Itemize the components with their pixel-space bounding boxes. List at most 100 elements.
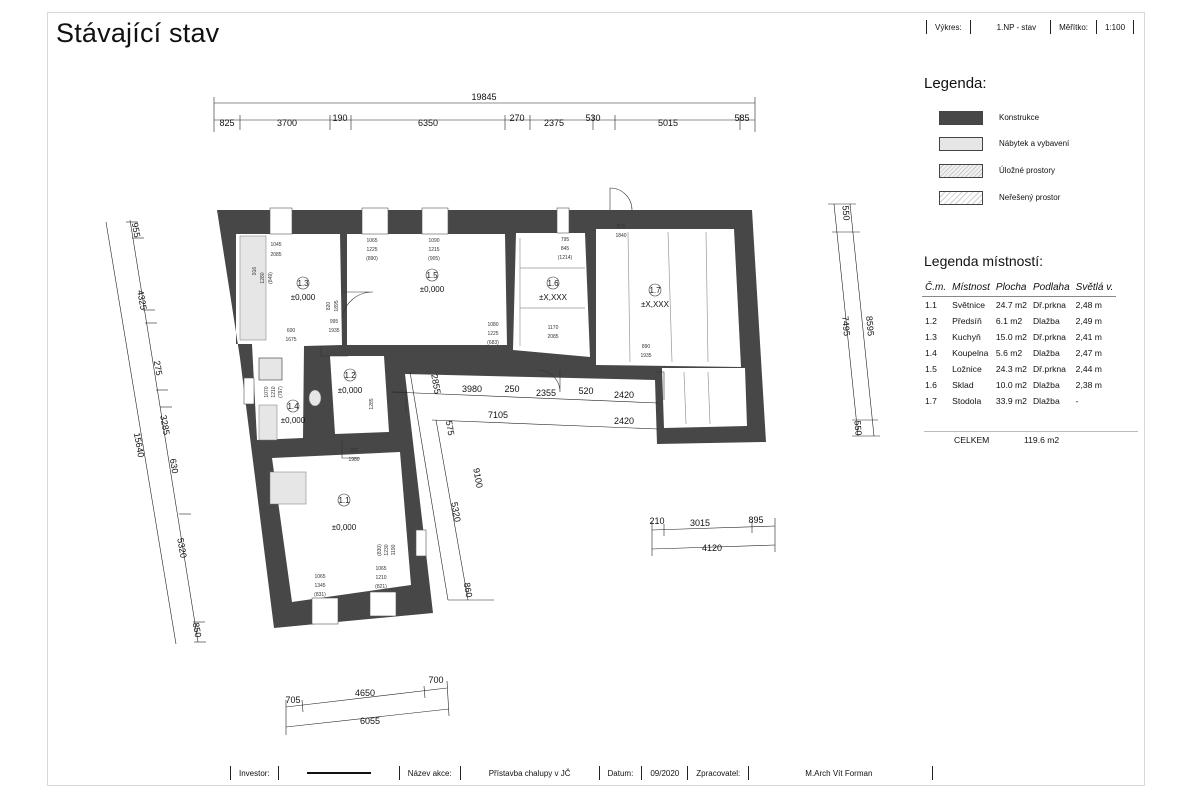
dim-total: 6055 [360, 716, 380, 726]
room-labels: 1.1 ±0,000 1.2 ±0,000 1.3 ±0,000 1.4 ±0,… [281, 268, 670, 532]
cell: Předsíň [952, 316, 982, 326]
legend-item-storage: Úložné prostory [939, 163, 1055, 178]
dimensions-right: 550 7495 550 8595 [828, 203, 880, 437]
dim-label: 1065 [366, 238, 377, 244]
legend-item-label: Neřešený prostor [999, 193, 1061, 202]
room-1-1-level: ±0,000 [332, 523, 357, 532]
dim-label: 795 [561, 237, 570, 243]
dim-segment: 585 [734, 113, 749, 123]
dim-segment: 550 [852, 420, 863, 436]
door-opening [655, 371, 665, 400]
author-value: M.Arch Vít Forman [805, 768, 873, 778]
cell: 2,47 m [1075, 348, 1102, 358]
title-block-footer: Investor: Název akce: Přístavba chalupy … [222, 766, 941, 780]
rooms-table-header: Č.m. Místnost Plocha Podlaha Světlá v. [922, 280, 1117, 297]
dim-segment: 5320 [175, 537, 188, 558]
dim-label: 875 [617, 224, 626, 230]
dim-label: (797) [278, 386, 284, 398]
dim-segment: 895 [748, 515, 763, 525]
column-header: Světlá v. [1072, 280, 1117, 297]
room-1-3-level: ±0,000 [291, 293, 316, 302]
dim-middle: 860 [462, 582, 474, 599]
cell: 1.2 [925, 316, 937, 326]
dim-label: 2085 [270, 252, 281, 258]
dim-label: 1225 [487, 331, 498, 337]
dim-label: 916 [252, 267, 258, 276]
cell: 1.4 [925, 348, 937, 358]
legend-swatch-hatch-light [939, 190, 983, 205]
cell: Dř.prkna [1032, 300, 1066, 310]
cell: Dlažba [1032, 316, 1060, 326]
window [415, 529, 427, 557]
kitchen-counter [239, 235, 267, 341]
room-1-2-level: ±0,000 [338, 386, 363, 395]
cell: 33.9 m2 [995, 396, 1027, 406]
investor-value-line [306, 772, 371, 774]
dim-label: (831) [314, 592, 326, 598]
cell: Ložnice [952, 364, 982, 374]
dim-label: 1895 [334, 300, 340, 311]
legend-title: Legenda: [924, 75, 987, 92]
room-1-5-marker [425, 268, 439, 282]
cell: 2,49 m [1075, 316, 1102, 326]
cell: Dlažba [1032, 380, 1060, 390]
dim-segment: 270 [509, 113, 524, 123]
room-1-4-number: 1.4 [287, 402, 299, 411]
cell: 1.7 [925, 396, 937, 406]
dim-label: (890) [366, 256, 378, 262]
dim-segment: 2375 [544, 118, 564, 128]
footer-separator [277, 766, 279, 780]
dimensions-middle: 3980 250 2355 520 2420 7105 2420 2855 57… [391, 371, 659, 601]
dim-label: (1214) [558, 255, 573, 261]
dim-label: 1840 [615, 233, 626, 239]
footer-separator [230, 766, 231, 780]
window [556, 207, 570, 234]
dim-middle: 9100 [471, 467, 484, 488]
cell: Koupelna [952, 348, 989, 358]
dim-label: 1215 [428, 247, 439, 253]
investor-label: Investor: [239, 768, 270, 778]
action-value: Přístavba chalupy v JČ [488, 768, 571, 778]
header-separator [926, 20, 927, 34]
dim-label: 1080 [487, 322, 498, 328]
drawing-value: 1.NP - stav [996, 22, 1037, 32]
cell: - [1075, 396, 1079, 406]
dim-total-height: 8595 [864, 316, 876, 337]
legend-item-unsolved: Neřešený prostor [939, 190, 1060, 205]
column-header: Místnost [949, 280, 993, 297]
cell: 6.1 m2 [995, 316, 1023, 326]
footer-separator [598, 766, 600, 780]
legend-swatch-solid-dark [939, 110, 983, 125]
room-1-4-marker [286, 399, 300, 413]
dimensions-bottom: 705 4650 700 6055 [285, 675, 450, 735]
storage-shelves [519, 231, 711, 425]
dim-segment: 4325 [135, 289, 148, 310]
cell: 2,41 m [1075, 332, 1102, 342]
footer-separator [641, 766, 643, 780]
dim-middle: 2420 [614, 416, 634, 426]
cell: Sklad [952, 380, 974, 390]
door-swing [537, 369, 561, 393]
dim-segment: 700 [428, 675, 443, 685]
dim-label: 920 [350, 448, 359, 454]
dim-label: 1190 [391, 544, 397, 555]
dim-label: 1935 [640, 353, 651, 359]
furniture [239, 235, 322, 505]
building-walls [217, 210, 766, 628]
room-1-3-marker [296, 276, 310, 290]
dim-segment: 5015 [658, 118, 678, 128]
dim-segment: 850 [191, 622, 203, 639]
window [243, 377, 255, 405]
cell: 24.3 m2 [995, 364, 1027, 374]
dim-label: 1170 [548, 325, 559, 331]
dim-label: 1070 [264, 386, 270, 397]
action-label: Název akce: [407, 768, 452, 778]
column-header: Č.m. [922, 280, 950, 297]
dim-total: 4120 [702, 543, 722, 553]
footer-separator [459, 766, 461, 780]
cell: Světnice [952, 300, 986, 310]
